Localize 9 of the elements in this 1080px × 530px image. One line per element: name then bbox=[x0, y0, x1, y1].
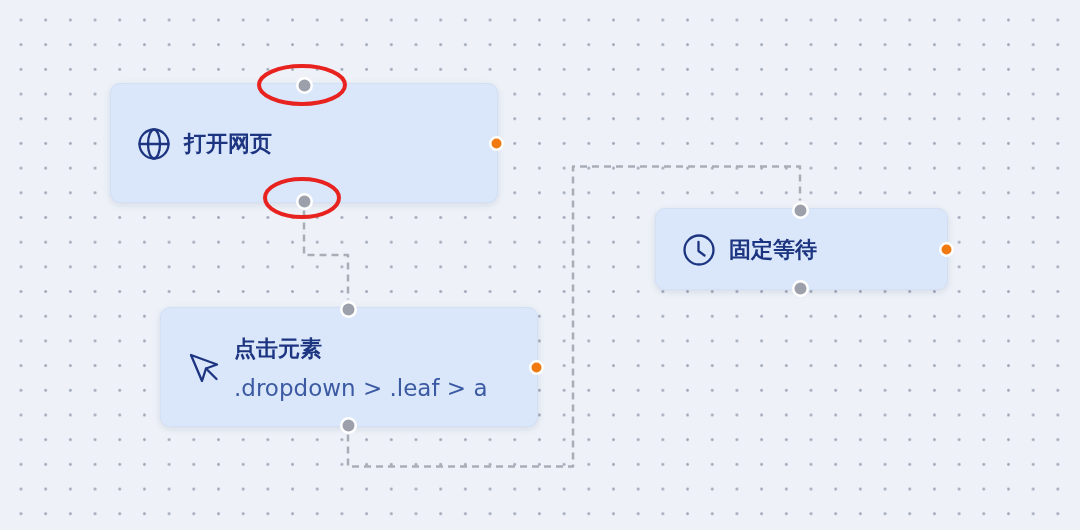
step-title: 固定等待 bbox=[729, 236, 817, 264]
step-card bbox=[655, 208, 948, 290]
connector-line bbox=[346, 165, 802, 468]
selector-text: .dropdown > .leaf > a bbox=[234, 373, 488, 402]
step-card bbox=[160, 307, 538, 427]
connector-line bbox=[302, 210, 350, 300]
step-title: 点击元素 bbox=[234, 334, 322, 363]
step-title: 打开网页 bbox=[184, 130, 272, 158]
step-card bbox=[110, 83, 498, 203]
